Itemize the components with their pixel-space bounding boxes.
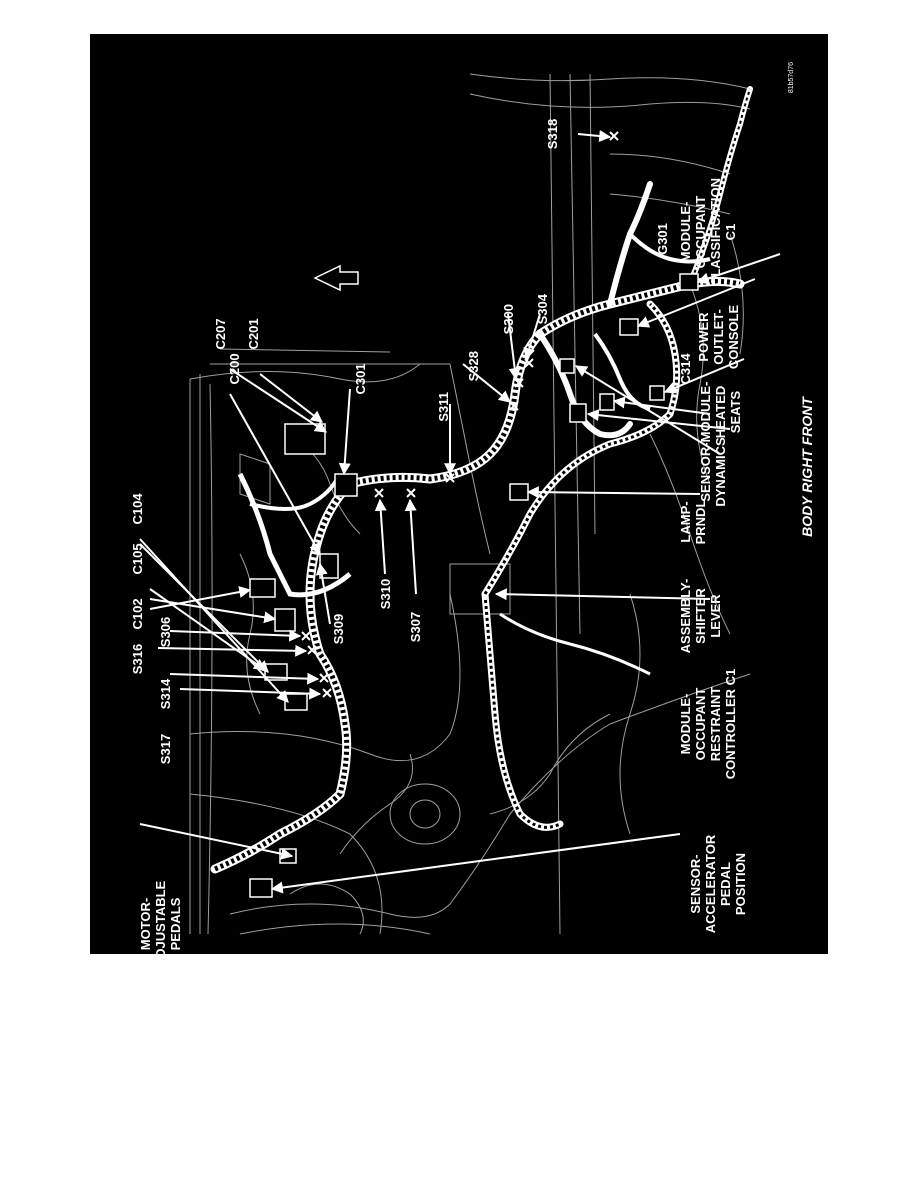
label-line: ADJUSTABLE bbox=[153, 880, 168, 954]
splice-s306-mark bbox=[301, 631, 311, 641]
label-line: PEDAL bbox=[718, 862, 733, 906]
label-c207: C207 bbox=[213, 318, 228, 349]
label-line: POSITION bbox=[733, 853, 748, 915]
label-line: SEATS bbox=[728, 390, 743, 433]
connector-c301-block bbox=[334, 473, 358, 497]
diagram-title: BODY RIGHT FRONT bbox=[799, 396, 815, 537]
connector-c102-block bbox=[249, 578, 276, 598]
connector-heated-block bbox=[599, 393, 615, 411]
label-line: ACCELERATOR bbox=[703, 834, 718, 933]
connector-c314-block bbox=[649, 385, 665, 401]
label-line: MODULE- bbox=[698, 382, 713, 443]
splice-s304-mark bbox=[524, 358, 534, 368]
label-line: OUTLET- bbox=[711, 309, 726, 365]
label-line: CONTROLLER C1 bbox=[723, 669, 738, 780]
label-motor-adjustable-pedals: MOTOR- ADJUSTABLE PEDALS bbox=[138, 880, 183, 954]
label-line: PEDALS bbox=[168, 897, 183, 950]
label-line: CLASSIFICATION bbox=[708, 178, 723, 286]
label-line: RESTRAINT bbox=[708, 687, 723, 761]
splice-s328-mark bbox=[509, 401, 519, 411]
label-c104: C104 bbox=[130, 493, 145, 525]
label-g301: G301 bbox=[655, 223, 670, 255]
label-line: MOTOR- bbox=[138, 898, 153, 950]
label-line: OCCUPANT bbox=[693, 688, 708, 761]
label-s306: S306 bbox=[158, 617, 173, 647]
label-s317: S317 bbox=[158, 734, 173, 764]
labels: 81b57d76 S318 S304 S300 S328 S311 C207 C… bbox=[130, 62, 815, 954]
connector-sensor-accel-block bbox=[249, 878, 273, 898]
label-line: C1 bbox=[723, 224, 738, 241]
label-line: DYNAMICS bbox=[713, 437, 728, 507]
label-assembly-shifter-lever: ASSEMBLY- SHIFTER LEVER bbox=[678, 579, 723, 654]
connector-ocm-block bbox=[509, 483, 529, 501]
label-line: ASSEMBLY- bbox=[678, 579, 693, 654]
label-line: POWER bbox=[696, 312, 711, 362]
label-s311: S311 bbox=[436, 392, 451, 422]
label-line: MODULE- bbox=[678, 202, 693, 263]
splice-s317-mark bbox=[322, 688, 332, 698]
connector-c104b-block bbox=[284, 693, 308, 711]
label-line: SHIFTER bbox=[693, 588, 708, 644]
label-s328: S328 bbox=[466, 351, 481, 381]
figure-id: 81b57d76 bbox=[788, 62, 795, 93]
label-s307: S307 bbox=[408, 612, 423, 642]
label-line: PRNDL bbox=[693, 500, 708, 545]
label-line: LEVER bbox=[708, 594, 723, 638]
label-sensor-dynamics: SENSOR- DYNAMICS bbox=[698, 437, 728, 507]
label-line: SENSOR- bbox=[698, 442, 713, 501]
label-lamp-prndl: LAMP- PRNDL bbox=[678, 500, 708, 545]
connector-c105-block bbox=[274, 608, 296, 632]
connector-power-block bbox=[619, 318, 639, 336]
label-module-heated-seats: MODULE- HEATED SEATS bbox=[698, 382, 743, 443]
label-sensor-accelerator-pedal-position: SENSOR- ACCELERATOR PEDAL POSITION bbox=[688, 834, 748, 933]
label-power-outlet-console: POWER OUTLET- CONSOLE bbox=[696, 305, 741, 370]
forward-arrow-icon bbox=[313, 264, 359, 292]
splice-s310-mark bbox=[374, 488, 384, 498]
label-module-occupant-classification: MODULE- OCCUPANT CLASSIFICATION C1 bbox=[678, 178, 738, 286]
label-module-occupant-restraint-controller: MODULE- OCCUPANT RESTRAINT CONTROLLER C1 bbox=[678, 669, 738, 780]
connector-lamp-block bbox=[569, 403, 587, 423]
vehicle-body-linework bbox=[189, 73, 751, 935]
label-s314: S314 bbox=[158, 678, 173, 709]
label-c314: C314 bbox=[678, 353, 693, 385]
splice-s318-mark bbox=[609, 131, 619, 141]
splice-s316-mark bbox=[307, 645, 317, 655]
splice-markers bbox=[301, 131, 619, 698]
label-s310: S310 bbox=[378, 579, 393, 609]
label-s300: S300 bbox=[501, 304, 516, 334]
splice-s311-mark bbox=[445, 473, 455, 483]
splice-s300-mark bbox=[514, 378, 524, 388]
leader-lines bbox=[139, 130, 781, 894]
splice-s314-mark bbox=[319, 673, 329, 683]
label-c200: C200 bbox=[227, 353, 242, 384]
label-c102: C102 bbox=[130, 598, 145, 629]
label-line: LAMP- bbox=[678, 501, 693, 542]
label-line: HEATED bbox=[713, 386, 728, 438]
wiring-diagram: 81b57d76 S318 S304 S300 S328 S311 C207 C… bbox=[130, 62, 815, 954]
label-s309: S309 bbox=[331, 614, 346, 644]
label-line: CONSOLE bbox=[726, 305, 741, 370]
label-c301: C301 bbox=[353, 363, 368, 394]
label-s304: S304 bbox=[535, 293, 550, 324]
label-line: SENSOR- bbox=[688, 854, 703, 913]
connector-dynamics-block bbox=[559, 358, 575, 374]
label-c201: C201 bbox=[246, 318, 261, 349]
label-c105: C105 bbox=[130, 543, 145, 574]
label-s316: S316 bbox=[130, 644, 145, 674]
label-s318: S318 bbox=[545, 119, 560, 149]
connector-class-block bbox=[679, 273, 699, 291]
label-line: MODULE- bbox=[678, 694, 693, 755]
splice-s307-mark bbox=[406, 488, 416, 498]
label-line: OCCUPANT bbox=[693, 196, 708, 269]
wiring-diagram-frame: 81b57d76 S318 S304 S300 S328 S311 C207 C… bbox=[90, 34, 828, 954]
